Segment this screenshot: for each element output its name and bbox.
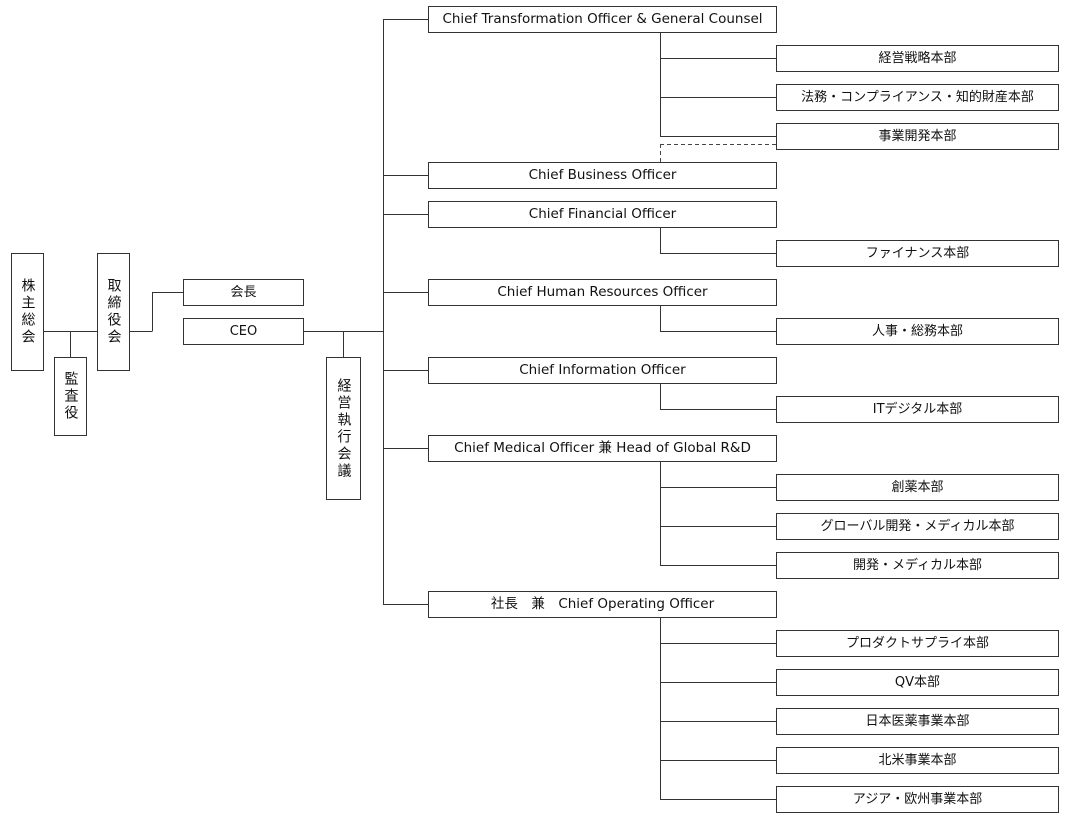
officer-box-cfo: Chief Financial Officer	[428, 201, 777, 228]
department-box: ファイナンス本部	[776, 240, 1059, 267]
department-box: 法務・コンプライアンス・知的財産本部	[776, 84, 1059, 111]
officer-box-coo: 社長 兼 Chief Operating Officer	[428, 591, 777, 618]
department-label: ITデジタル本部	[872, 402, 963, 417]
department-label: QV本部	[894, 675, 941, 690]
department-box: 日本医薬事業本部	[776, 708, 1059, 735]
department-box: 開発・メディカル本部	[776, 552, 1059, 579]
department-label: 事業開発本部	[878, 129, 957, 144]
department-box: 経営戦略本部	[776, 45, 1059, 72]
department-box: 北米事業本部	[776, 747, 1059, 774]
department-box: 事業開発本部	[776, 123, 1059, 150]
ceo-label: CEO	[229, 324, 258, 339]
department-label: アジア・欧州事業本部	[852, 792, 983, 807]
department-label: 創薬本部	[891, 480, 944, 495]
shareholders-meeting-box: 株主総会	[11, 253, 44, 371]
department-label: プロダクトサプライ本部	[845, 636, 989, 651]
officer-box-cto-gc: Chief Transformation Officer & General C…	[428, 6, 777, 33]
department-box: QV本部	[776, 669, 1059, 696]
department-box: 人事・総務本部	[776, 318, 1059, 345]
department-box: プロダクトサプライ本部	[776, 630, 1059, 657]
officer-label: Chief Financial Officer	[528, 205, 677, 222]
department-box: アジア・欧州事業本部	[776, 786, 1059, 813]
executive-committee-box: 経営執行会議	[326, 357, 361, 500]
officer-box-cbo: Chief Business Officer	[428, 162, 777, 189]
department-label: 法務・コンプライアンス・知的財産本部	[801, 90, 1034, 105]
department-label: グローバル開発・メディカル本部	[820, 519, 1015, 534]
department-label: 日本医薬事業本部	[865, 714, 970, 729]
officer-box-cio: Chief Information Officer	[428, 357, 777, 384]
officer-label: Chief Medical Officer 兼 Head of Global R…	[454, 439, 751, 456]
auditor-label: 監査役	[62, 371, 79, 422]
department-label: 人事・総務本部	[871, 324, 963, 339]
executive-committee-label: 経営執行会議	[335, 377, 352, 480]
department-label: 北米事業本部	[878, 753, 957, 768]
officer-label: 社長 兼 Chief Operating Officer	[490, 595, 715, 612]
officer-label: Chief Business Officer	[528, 166, 677, 183]
ceo-box: CEO	[183, 318, 304, 345]
department-label: 開発・メディカル本部	[852, 558, 983, 573]
board-of-directors-label: 取締役会	[105, 278, 122, 346]
officer-label: Chief Information Officer	[519, 361, 686, 378]
officer-box-cmo: Chief Medical Officer 兼 Head of Global R…	[428, 435, 777, 462]
department-label: 経営戦略本部	[878, 51, 957, 66]
officer-label: Chief Human Resources Officer	[497, 283, 708, 300]
auditor-box: 監査役	[54, 357, 87, 436]
department-box: 創薬本部	[776, 474, 1059, 501]
department-label: ファイナンス本部	[865, 246, 970, 261]
officer-label: Chief Transformation Officer & General C…	[442, 10, 763, 27]
chairman-label: 会長	[230, 285, 257, 300]
department-box: ITデジタル本部	[776, 396, 1059, 423]
dashed-connector	[660, 144, 776, 162]
department-box: グローバル開発・メディカル本部	[776, 513, 1059, 540]
officer-box-chro: Chief Human Resources Officer	[428, 279, 777, 306]
shareholders-meeting-label: 株主総会	[19, 278, 36, 346]
board-of-directors-box: 取締役会	[97, 253, 130, 371]
chairman-box: 会長	[183, 279, 304, 306]
